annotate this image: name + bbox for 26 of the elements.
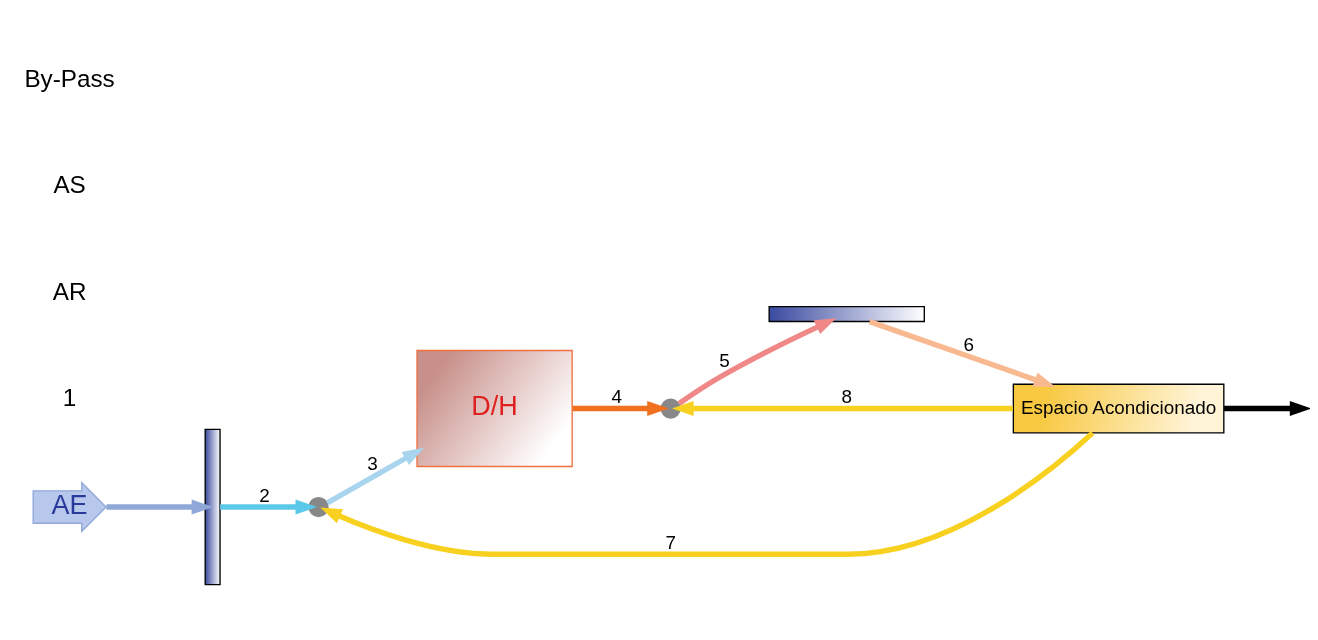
- arrow: [1224, 400, 1310, 416]
- label: By-Pass: [24, 64, 115, 92]
- edge-label: 6: [963, 333, 975, 355]
- edge-label: 5: [719, 349, 730, 371]
- node-circle: [660, 397, 681, 419]
- node-bar: [204, 428, 221, 585]
- arrow: [106, 498, 214, 515]
- arrow: [326, 447, 425, 505]
- edge-label: 3: [367, 452, 378, 474]
- label: AS: [53, 170, 86, 198]
- edge-label: 4: [611, 385, 622, 407]
- node-bar: [768, 305, 925, 322]
- label: 1: [62, 383, 77, 411]
- node-circle: [308, 496, 329, 517]
- arrow: [677, 317, 837, 406]
- arrow: [572, 400, 669, 416]
- arrow: [868, 318, 1056, 387]
- arrow: [220, 498, 318, 515]
- node-box: D/H: [416, 349, 573, 467]
- arrow: [671, 400, 1013, 416]
- node-box: Espacio Acondicionado: [1012, 383, 1225, 433]
- arrow: [320, 430, 1095, 557]
- edge-label: 2: [259, 484, 270, 506]
- edge-label: 8: [841, 385, 852, 407]
- label: AR: [52, 277, 87, 305]
- edge-label: 7: [665, 531, 676, 553]
